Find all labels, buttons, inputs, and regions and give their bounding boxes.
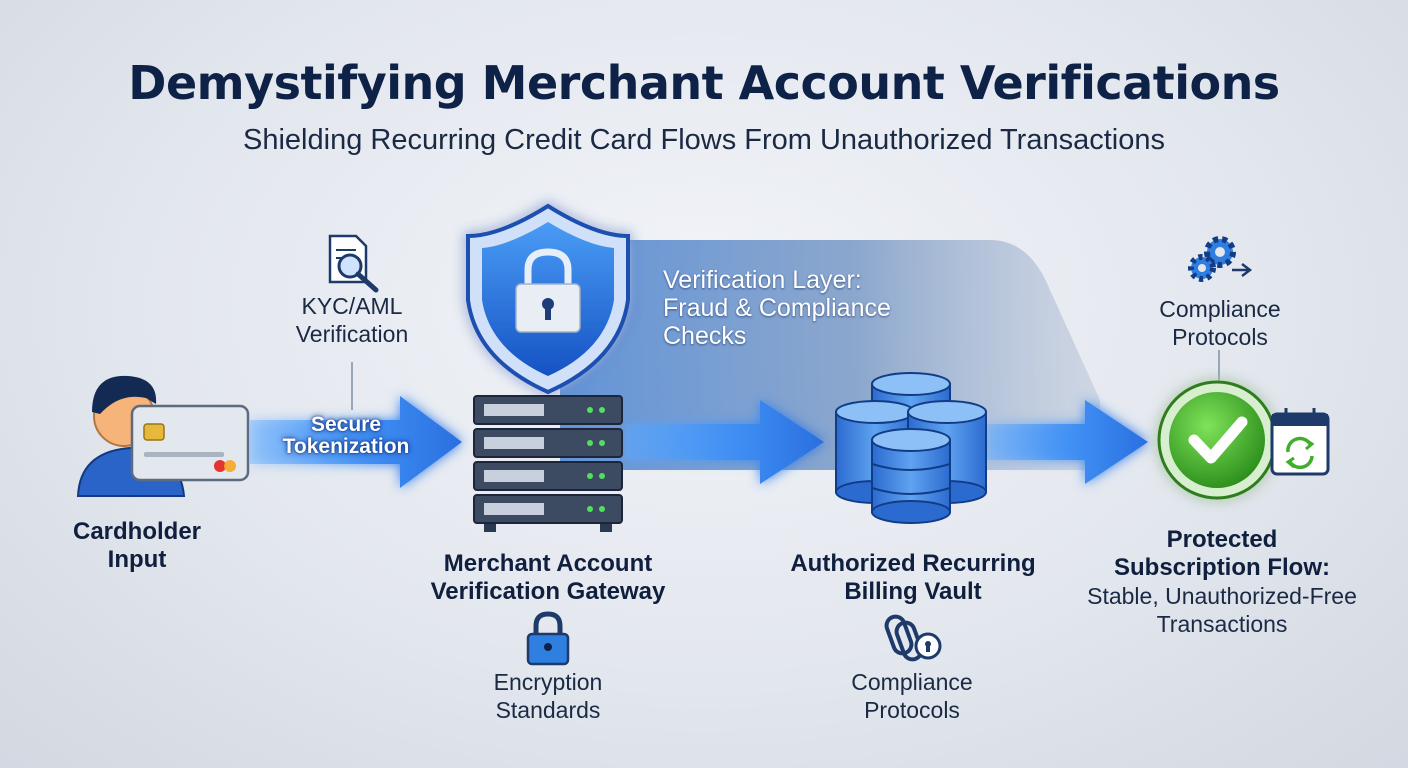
cardholder-label: Cardholder Input bbox=[52, 518, 222, 574]
protected-line3: Stable, Unauthorized-Free bbox=[1087, 583, 1357, 609]
tokenization-line1: Secure bbox=[310, 413, 382, 436]
vault-label: Authorized Recurring Billing Vault bbox=[780, 550, 1046, 606]
cardholder-line2: Input bbox=[107, 546, 167, 573]
flow-arrow-tokenization bbox=[250, 396, 462, 488]
kyc-line1: KYC/AML bbox=[301, 293, 403, 319]
top-compliance-line1: Compliance bbox=[1159, 296, 1281, 322]
tokenization-label: Secure Tokenization bbox=[276, 414, 416, 458]
flow-arrow-vault-to-protected bbox=[985, 400, 1148, 484]
document-search-icon bbox=[328, 234, 379, 293]
top-compliance-label: Compliance Protocols bbox=[1130, 295, 1310, 351]
protected-line1: Protected bbox=[1166, 526, 1278, 553]
vault-compliance-line1: Compliance bbox=[851, 669, 973, 695]
encryption-line1: Encryption bbox=[493, 669, 603, 695]
page-title: Demystifying Merchant Account Verificati… bbox=[128, 56, 1280, 110]
encryption-label: Encryption Standards bbox=[458, 668, 638, 724]
top-compliance-line2: Protocols bbox=[1172, 324, 1268, 350]
cardholder-line1: Cardholder bbox=[72, 518, 201, 545]
protected-flow-label: Protected Subscription Flow: Stable, Una… bbox=[1070, 526, 1374, 638]
vault-line2: Billing Vault bbox=[844, 578, 982, 605]
verification-layer-line3: Checks bbox=[663, 322, 747, 350]
gateway-line1: Merchant Account bbox=[443, 550, 653, 577]
protected-line4: Transactions bbox=[1156, 611, 1288, 637]
database-icon bbox=[835, 372, 987, 524]
protected-line2: Subscription Flow: bbox=[1114, 554, 1330, 581]
kyc-line2: Verification bbox=[295, 321, 409, 347]
verification-layer-label: Verification Layer: Fraud & Compliance C… bbox=[663, 266, 891, 350]
vault-compliance-line2: Protocols bbox=[864, 697, 960, 723]
tokenization-line2: Tokenization bbox=[282, 435, 410, 458]
calendar-refresh-icon bbox=[1270, 408, 1330, 476]
vault-line1: Authorized Recurring bbox=[790, 550, 1036, 577]
server-rack-icon bbox=[473, 395, 623, 532]
shield-lock-icon bbox=[466, 203, 630, 395]
page-subtitle: Shielding Recurring Credit Card Flows Fr… bbox=[243, 124, 1165, 156]
flow-arrow-gateway-to-vault bbox=[625, 400, 824, 484]
kyc-label: KYC/AML Verification bbox=[262, 292, 442, 348]
verification-layer-line1: Verification Layer: bbox=[663, 266, 862, 294]
gateway-line2: Verification Gateway bbox=[430, 578, 666, 605]
checkmark-icon bbox=[1157, 380, 1277, 500]
gateway-label: Merchant Account Verification Gateway bbox=[418, 550, 678, 606]
credit-card-icon bbox=[130, 404, 250, 482]
padlock-icon bbox=[526, 611, 570, 666]
verification-layer-line2: Fraud & Compliance bbox=[663, 294, 891, 322]
chain-lock-icon bbox=[884, 614, 942, 662]
gears-icon bbox=[1188, 236, 1253, 282]
vault-compliance-label: Compliance Protocols bbox=[822, 668, 1002, 724]
encryption-line2: Standards bbox=[495, 697, 601, 723]
